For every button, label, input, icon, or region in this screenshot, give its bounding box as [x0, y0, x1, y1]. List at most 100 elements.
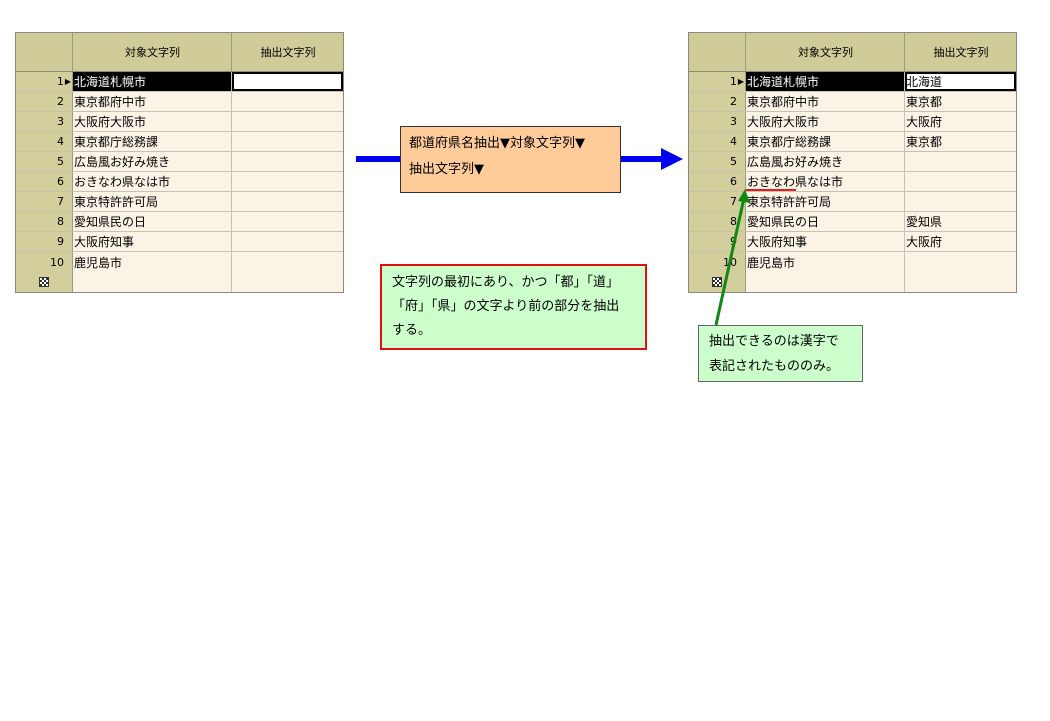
table-row[interactable]: 2 東京都府中市 — [16, 92, 343, 112]
row-selector[interactable]: 3 — [16, 112, 73, 131]
target-cell[interactable]: 愛知県民の日 — [73, 212, 232, 231]
target-cell[interactable]: 東京都府中市 — [73, 92, 232, 111]
target-cell[interactable]: 鹿児島市 — [73, 252, 232, 272]
table-row[interactable]: 7 東京特許許可局 — [16, 192, 343, 212]
table-row[interactable]: 10 鹿児島市 — [16, 252, 343, 272]
extract-cell[interactable]: 愛知県 — [906, 215, 943, 229]
table-row[interactable]: 4 東京都庁総務課 — [16, 132, 343, 152]
target-cell[interactable]: 大阪府大阪市 — [73, 112, 232, 131]
function-box-line2: 抽出文字列▼ — [409, 162, 484, 177]
row-selector[interactable]: 5 — [16, 152, 73, 171]
highlight-underline — [746, 189, 796, 191]
extract-cell[interactable]: 東京都 — [906, 95, 943, 109]
target-cell[interactable]: 鹿児島市 — [746, 252, 905, 272]
row-selector[interactable]: 4 — [16, 132, 73, 151]
extract-cell[interactable]: 東京都 — [906, 135, 943, 149]
row-number: 5 — [730, 155, 737, 168]
target-cell[interactable]: 広島風お好み焼き — [73, 152, 232, 171]
row-selector[interactable]: 8 — [689, 212, 746, 231]
new-record-target-cell[interactable] — [73, 272, 232, 292]
target-cell[interactable]: 東京都府中市 — [746, 92, 905, 111]
row-selector[interactable]: 10 — [16, 252, 73, 272]
grid-header: 対象文字列 抽出文字列 — [16, 33, 343, 72]
target-cell[interactable]: 広島風お好み焼き — [746, 152, 905, 171]
row-number: 1 — [56, 75, 64, 88]
row-selector[interactable]: 1▶ — [689, 72, 746, 91]
column-header-target[interactable]: 対象文字列 — [746, 33, 905, 71]
table-row[interactable]: 1▶北海道札幌市北海道 — [689, 72, 1016, 92]
target-cell[interactable]: 愛知県民の日 — [746, 212, 905, 231]
target-cell[interactable]: 北海道札幌市 — [746, 72, 905, 91]
extract-cell[interactable]: 大阪府 — [906, 115, 943, 129]
target-cell[interactable]: 東京特許許可局 — [73, 192, 232, 211]
row-selector[interactable]: 9 — [16, 232, 73, 251]
rule-note-line1: 文字列の最初にあり、かつ「都」「道」 — [392, 275, 619, 290]
row-selector[interactable]: 6 — [16, 172, 73, 191]
column-header-extract[interactable]: 抽出文字列 — [232, 33, 343, 71]
column-header-extract[interactable]: 抽出文字列 — [905, 33, 1016, 71]
target-cell[interactable]: 東京特許許可局 — [746, 192, 905, 211]
row-selector[interactable]: 2 — [689, 92, 746, 111]
row-selector[interactable]: 4 — [689, 132, 746, 151]
function-box-line1: 都道府県名抽出▼対象文字列▼ — [409, 136, 585, 151]
row-selector[interactable]: 8 — [16, 212, 73, 231]
kanji-note: 抽出できるのは漢字で 表記されたもののみ。 — [698, 325, 863, 382]
row-number: 3 — [730, 115, 737, 128]
rule-note: 文字列の最初にあり、かつ「都」「道」 「府」「県」の文字より前の部分を抽出 する… — [380, 264, 647, 350]
rule-note-line2: 「府」「県」の文字より前の部分を抽出 — [392, 299, 620, 314]
extract-cell[interactable]: 大阪府 — [906, 235, 943, 249]
callout-line-head — [738, 189, 750, 203]
target-cell[interactable]: 東京都庁総務課 — [746, 132, 905, 151]
table-row[interactable]: 5 広島風お好み焼き — [16, 152, 343, 172]
row-selector[interactable]: 5 — [689, 152, 746, 171]
current-record-icon: ▶ — [64, 77, 71, 86]
row-number: 7 — [730, 195, 737, 208]
row-selector-header[interactable] — [16, 33, 73, 71]
callout-line — [714, 197, 746, 326]
rule-note-line3: する。 — [392, 323, 432, 338]
extract-cell[interactable] — [232, 72, 343, 91]
target-cell[interactable]: 大阪府知事 — [73, 232, 232, 251]
target-cell[interactable]: おきなわ県なは市 — [73, 172, 232, 191]
row-number: 1 — [729, 75, 737, 88]
row-selector[interactable]: 6 — [689, 172, 746, 191]
extract-cell[interactable]: 北海道 — [905, 72, 1016, 91]
row-number: 2 — [57, 95, 64, 108]
row-number: 8 — [57, 215, 64, 228]
row-selector[interactable]: 1▶ — [16, 72, 73, 91]
new-record-target-cell[interactable] — [746, 272, 905, 292]
target-cell[interactable]: 大阪府知事 — [746, 232, 905, 251]
column-header-target[interactable]: 対象文字列 — [73, 33, 232, 71]
target-cell[interactable]: 北海道札幌市 — [73, 72, 232, 91]
row-number: 10 — [50, 255, 64, 269]
row-selector[interactable]: 3 — [689, 112, 746, 131]
table-row[interactable]: 8 愛知県民の日 — [16, 212, 343, 232]
row-number: 7 — [57, 195, 64, 208]
row-selector-header[interactable] — [689, 33, 746, 71]
table-row[interactable]: 5 広島風お好み焼き — [689, 152, 1016, 172]
current-record-icon: ▶ — [737, 77, 744, 86]
new-record-row[interactable] — [16, 272, 343, 292]
target-cell[interactable]: おきなわ県なは市 — [746, 172, 905, 191]
row-number: 5 — [57, 155, 64, 168]
row-number: 4 — [57, 135, 64, 148]
arrow-head — [661, 148, 683, 170]
new-record-icon — [16, 272, 73, 292]
table-row[interactable]: 3 大阪府大阪市大阪府 — [689, 112, 1016, 132]
new-record-row[interactable] — [689, 272, 1016, 292]
row-selector[interactable]: 7 — [16, 192, 73, 211]
table-row[interactable]: 1▶北海道札幌市 — [16, 72, 343, 92]
table-row[interactable]: 7 東京特許許可局 — [689, 192, 1016, 212]
row-selector[interactable]: 2 — [16, 92, 73, 111]
target-cell[interactable]: 東京都庁総務課 — [73, 132, 232, 151]
target-cell[interactable]: 大阪府大阪市 — [746, 112, 905, 131]
